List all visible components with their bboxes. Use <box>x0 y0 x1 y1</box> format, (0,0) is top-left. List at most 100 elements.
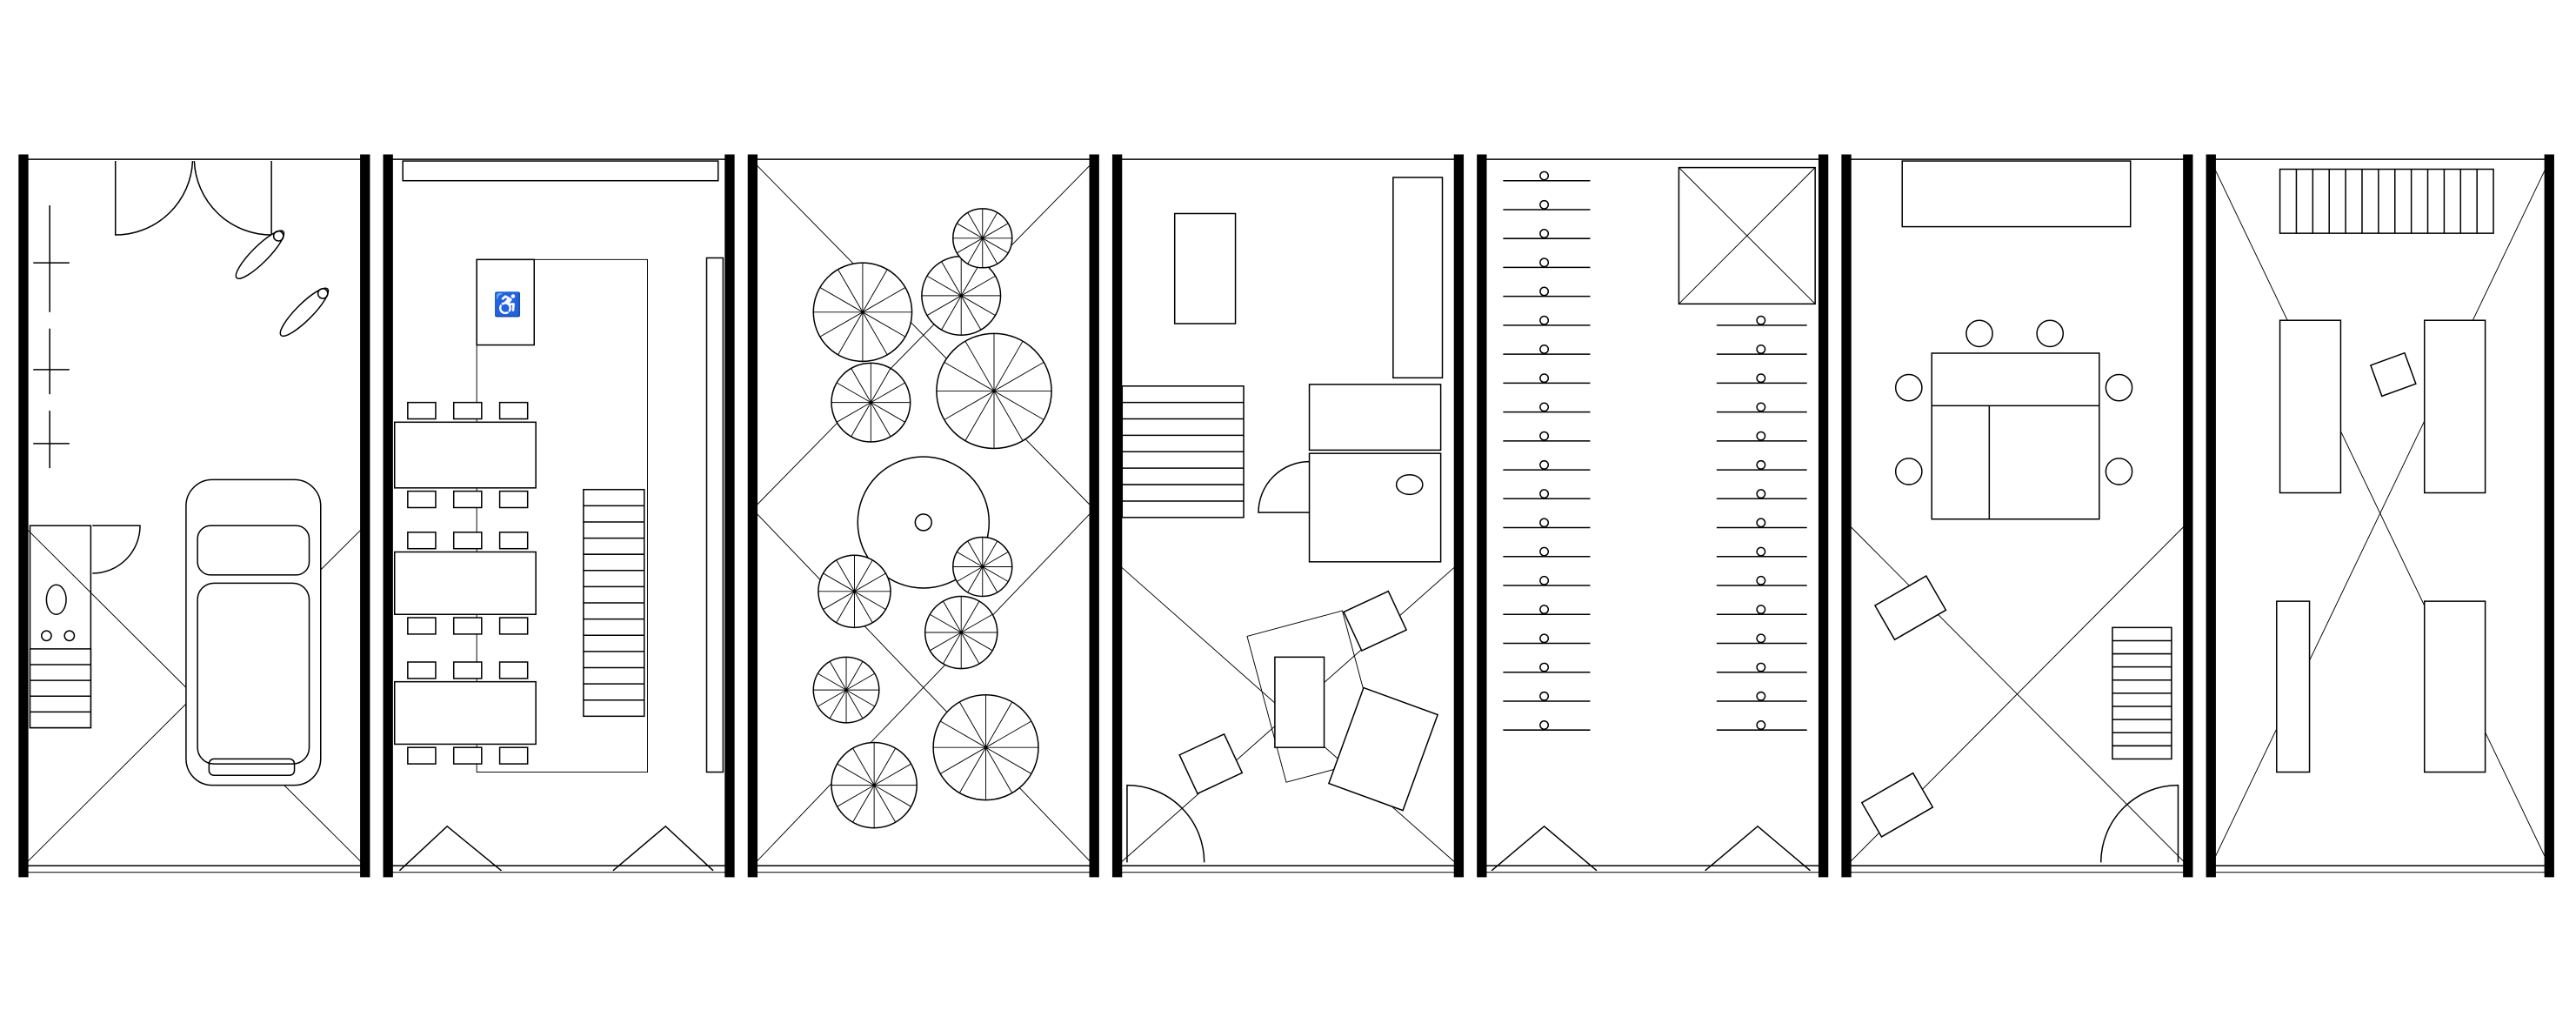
plant-leaf <box>993 340 1024 391</box>
chair <box>1539 402 1550 412</box>
chair <box>452 401 483 420</box>
plant-leaf <box>836 382 871 404</box>
plant-leaf <box>930 632 962 652</box>
chair <box>407 490 437 509</box>
chair <box>407 746 437 765</box>
chair <box>498 746 529 765</box>
wall <box>747 154 758 878</box>
plant-leaf <box>836 402 871 423</box>
chair <box>498 661 529 679</box>
plant-leaf <box>862 311 888 356</box>
chair <box>1756 691 1766 701</box>
chairs <box>1894 319 2133 485</box>
kitchen-counter <box>1392 177 1444 379</box>
chair <box>1539 373 1550 384</box>
chair <box>452 490 483 509</box>
staircase-icon <box>2279 168 2494 234</box>
plant-leaf <box>930 613 962 633</box>
chair <box>1756 575 1766 585</box>
door-icon <box>2099 784 2179 863</box>
chair <box>1756 431 1766 441</box>
chair <box>452 532 483 550</box>
chair <box>1539 691 1550 701</box>
plant-leaf <box>941 261 962 297</box>
chair <box>1539 633 1550 644</box>
plant-leaf <box>823 591 855 610</box>
wall <box>383 154 393 878</box>
chair <box>407 617 437 635</box>
plant-leaf <box>993 391 1044 420</box>
table <box>2423 600 2486 773</box>
plant-leaf <box>829 661 847 691</box>
chair <box>498 617 529 635</box>
lift-icon <box>476 258 535 346</box>
plant-leaf <box>982 237 1009 254</box>
stair-outline <box>2279 168 2494 234</box>
plant-leaf <box>957 566 984 582</box>
void-square <box>1678 166 1816 305</box>
chair <box>2036 319 2065 348</box>
plant-leaf <box>982 212 998 239</box>
chair <box>1539 431 1550 441</box>
chair <box>407 661 437 679</box>
void-diagonals <box>23 160 2550 866</box>
chair <box>1894 458 1923 485</box>
diagonal-line <box>752 160 1095 510</box>
chair <box>1756 633 1766 644</box>
staircase-icon <box>1121 385 1245 518</box>
chair <box>452 617 483 635</box>
plant-leaf <box>873 763 911 786</box>
plant-leaf <box>960 600 980 633</box>
plant-leaf <box>967 566 984 593</box>
chair <box>1539 546 1550 557</box>
plant-leaf <box>838 269 864 313</box>
unit-outlines <box>23 158 2550 873</box>
chair <box>2105 373 2133 402</box>
wall <box>360 154 370 878</box>
door-icon <box>92 525 141 574</box>
chair <box>1539 315 1550 325</box>
plant-leaf <box>838 311 864 356</box>
plant-leaf <box>870 368 891 403</box>
plant-leaf <box>862 269 888 313</box>
plant-leaf <box>944 391 995 420</box>
wall <box>1089 154 1099 878</box>
plant-leaf <box>819 287 864 313</box>
plant-leaf <box>871 382 905 404</box>
entrance-icon <box>398 825 714 872</box>
plant-leaf <box>873 785 911 807</box>
desk-rows <box>1503 171 1807 731</box>
wall <box>18 154 29 878</box>
chair <box>1756 546 1766 557</box>
chair <box>1539 344 1550 354</box>
plant-leaf <box>957 237 984 254</box>
bicycle-rack-icon <box>33 205 70 469</box>
plant-leaf <box>837 785 875 807</box>
staircase-icon <box>583 488 645 718</box>
chair <box>1756 720 1766 730</box>
plant-leaf <box>837 763 875 786</box>
plant-leaf <box>939 746 986 774</box>
coffee-table <box>1274 656 1325 748</box>
plant-leaf <box>982 566 998 593</box>
plant-leaf <box>960 632 993 652</box>
rocking-chair <box>1873 575 1947 641</box>
wall <box>1453 154 1465 878</box>
plant-leaf <box>957 223 984 239</box>
chair <box>1539 199 1550 210</box>
armchair <box>1178 732 1244 795</box>
plant-leaf <box>851 368 871 403</box>
plant-leaf <box>985 746 1032 774</box>
plant-leaf <box>993 391 1024 441</box>
motorcycle-icon <box>235 230 285 279</box>
bathroom <box>1901 160 2132 228</box>
unit-living <box>1121 177 1444 863</box>
unit-garden <box>812 208 1052 829</box>
chair <box>1894 373 1923 402</box>
table <box>393 551 537 616</box>
plant-leaf <box>967 540 984 567</box>
plant-leaf <box>818 672 847 691</box>
table <box>393 680 537 746</box>
plant-leaf <box>926 275 962 297</box>
chair <box>1539 171 1550 181</box>
